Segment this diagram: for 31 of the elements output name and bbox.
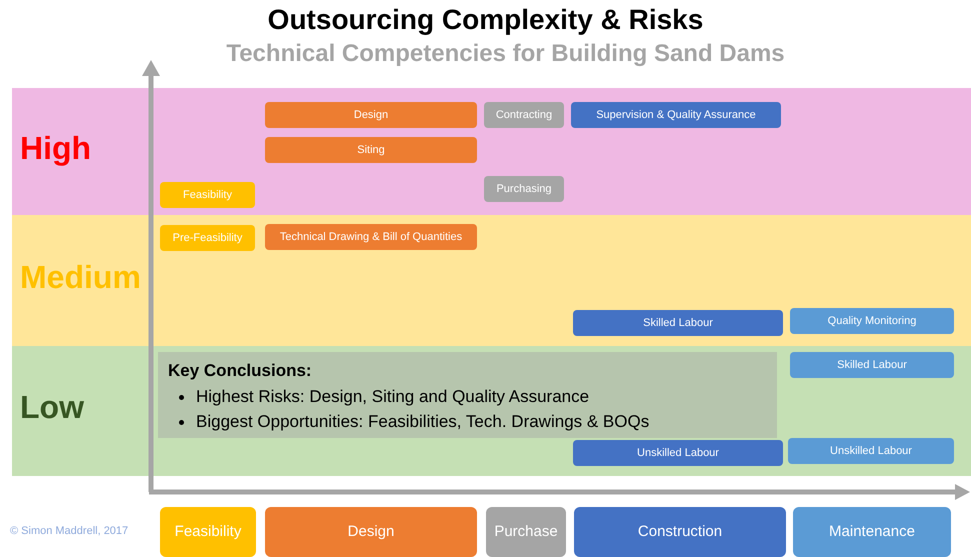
phase-box: Construction: [574, 507, 786, 557]
activity-box: Siting: [265, 137, 477, 163]
activity-box: Supervision & Quality Assurance: [571, 102, 781, 128]
conclusions-heading: Key Conclusions:: [168, 360, 312, 382]
phase-box: Feasibility: [160, 507, 256, 557]
activity-box: Pre-Feasibility: [160, 225, 255, 251]
copyright-note: © Simon Maddrell, 2017: [10, 525, 128, 537]
phase-box: Design: [265, 507, 477, 557]
activity-box: Skilled Labour: [790, 352, 954, 378]
activity-box: Purchasing: [484, 176, 564, 202]
activity-box: Contracting: [484, 102, 564, 128]
activity-box: Unskilled Labour: [788, 438, 954, 464]
subtitle: Technical Competencies for Building Sand Dams: [225, 40, 786, 68]
activity-box: Design: [265, 102, 477, 128]
bullet-item: Highest Risks: Design, Siting and Quality Assurance: [196, 386, 590, 406]
activity-box: Skilled Labour: [573, 310, 783, 336]
bullet-item: Biggest Opportunities: Feasibilities, Tech. Drawings & BOQs: [196, 412, 650, 431]
risk-band: [12, 88, 971, 215]
activity-box: Technical Drawing & Bill of Quantities: [265, 224, 477, 250]
risk-level-label: Low: [20, 389, 84, 426]
conclusions-panel: [158, 352, 777, 438]
activity-box: Quality Monitoring: [790, 308, 954, 334]
risk-band: [12, 215, 971, 346]
title: Outsourcing Complexity & Risks: [266, 4, 704, 36]
phase-box: Purchase: [486, 507, 566, 557]
risk-band: [12, 346, 971, 476]
risk-level-label: Medium: [20, 258, 141, 296]
risk-level-label: High: [20, 130, 92, 166]
activity-box: Unskilled Labour: [573, 440, 783, 466]
activity-box: Feasibility: [160, 182, 255, 208]
phase-box: Maintenance: [793, 507, 951, 557]
